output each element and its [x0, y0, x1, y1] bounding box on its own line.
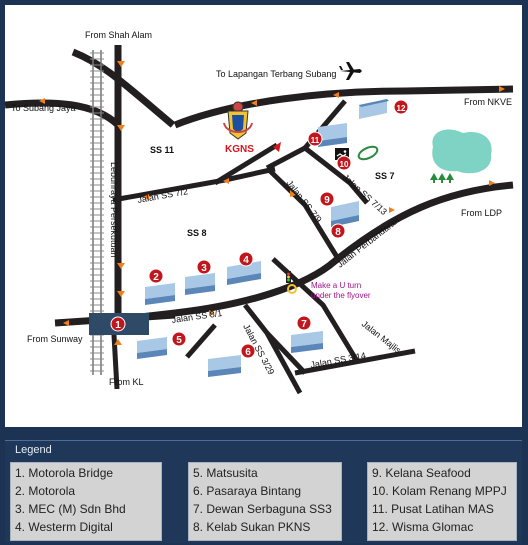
road-perbandaran [88, 181, 514, 327]
label-jalan-ss7-9: Jalan SS 7/9 [284, 178, 323, 224]
building-4 [227, 261, 261, 285]
legend-item-4: 4. Westerm Digital [15, 520, 113, 534]
pin-7: 7 [296, 315, 312, 331]
legend-item-5: 5. Matsusita [193, 466, 258, 480]
kgns-logo [223, 101, 253, 140]
label-sunway: From Sunway [27, 334, 83, 344]
road-ss3-14 [265, 331, 307, 375]
pin-3: 3 [196, 259, 212, 275]
svg-text:3: 3 [201, 263, 207, 274]
label-subang-jaya: To Subang Jaya [11, 103, 76, 113]
tree-icons [430, 173, 454, 183]
legend-item-8: 8. Kelab Sukan PKNS [193, 520, 311, 534]
svg-text:1: 1 [115, 320, 121, 331]
u-turn-note-line2: under the flyover [311, 291, 371, 300]
legend-item-6: 6. Pasaraya Bintang [193, 484, 302, 498]
legend-item-11: 11. Pusat Latihan MAS [372, 502, 494, 516]
pin-10: 10 [336, 155, 352, 171]
pin-11: 11 [307, 131, 323, 147]
legend-item-12: 12. Wisma Glomac [372, 520, 474, 534]
building-5 [137, 337, 167, 359]
road-ss7-9 [265, 166, 340, 259]
building-3 [185, 273, 215, 295]
pin-2: 2 [148, 268, 164, 284]
pin-6: 6 [240, 343, 256, 359]
pin-4: 4 [238, 251, 254, 267]
main-roads [5, 45, 514, 335]
pin-5: 5 [171, 331, 187, 347]
road-ss7-13 [265, 145, 369, 205]
legend-item-7: 7. Dewan Serbaguna SS3 [193, 502, 332, 516]
road-flyover-curve [71, 48, 176, 128]
svg-text:5: 5 [176, 335, 182, 346]
label-nkve: From NKVE [464, 97, 512, 107]
label-jalan-majlis: Jalan Majlis [360, 319, 404, 356]
label-shah-alam: From Shah Alam [85, 30, 152, 40]
pin-12: 12 [393, 99, 409, 115]
legend-column-2: 5. Matsusita 6. Pasaraya Bintang 7. Dewa… [188, 462, 342, 541]
u-turn-marker [287, 284, 297, 294]
buildings [137, 99, 389, 377]
direction-arrows [39, 61, 505, 345]
kgns-pointer [273, 142, 281, 152]
airplane-icon [339, 62, 362, 80]
building-2 [145, 283, 175, 305]
building-6 [208, 355, 241, 377]
svg-text:7: 7 [301, 319, 307, 330]
pin-8: 8 [330, 223, 346, 239]
svg-text:4: 4 [243, 255, 249, 266]
building-11 [318, 123, 347, 147]
label-ss11: SS 11 [150, 145, 174, 155]
svg-text:9: 9 [324, 195, 330, 206]
svg-text:12: 12 [397, 104, 406, 113]
svg-text:10: 10 [340, 160, 349, 169]
building-7 [291, 331, 323, 353]
legend-title: Legend [15, 444, 52, 456]
label-lebuhraya-persekutuan: Lebuhraya Persekutuan [109, 162, 119, 258]
field-icon [357, 145, 379, 161]
road-ss3-bottom [294, 348, 416, 376]
legend-item-1: 1. Motorola Bridge [15, 466, 114, 480]
map-canvas: KGNS [5, 30, 514, 395]
location-pins: 1 2 3 4 5 6 7 8 9 10 11 12 [110, 99, 409, 359]
road-lower-sw [185, 323, 217, 359]
building-9 [331, 201, 359, 227]
svg-text:6: 6 [245, 347, 251, 358]
label-ldp: From LDP [461, 208, 502, 218]
legend-item-10: 10. Kolam Renang MPPJ [372, 484, 507, 498]
location-map: KGNS [5, 5, 522, 427]
road-nkve [173, 85, 514, 129]
label-airport: To Lapangan Terbang Subang [216, 69, 336, 79]
building-12 [359, 99, 389, 119]
legend-item-9: 9. Kelana Seafood [372, 466, 471, 480]
railway-ties [90, 52, 104, 372]
legend-item-2: 2. Motorola [15, 484, 76, 498]
kgns-label: KGNS [225, 144, 254, 155]
label-ss8: SS 8 [187, 228, 207, 238]
svg-text:11: 11 [311, 136, 320, 145]
legend-column-3: 9. Kelana Seafood 10. Kolam Renang MPPJ … [367, 462, 517, 541]
legend-panel: Legend 1. Motorola Bridge 2. Motorola 3.… [5, 440, 522, 543]
pin-9: 9 [319, 191, 335, 207]
traffic-light-icon [286, 271, 291, 283]
legend-item-3: 3. MEC (M) Sdn Bhd [15, 502, 126, 516]
label-kl: From KL [109, 377, 144, 387]
u-turn-note-line1: Make a U turn [311, 281, 361, 290]
road-subang-jaya [5, 99, 121, 128]
label-ss7: SS 7 [375, 171, 395, 181]
pond [432, 129, 492, 174]
road-curve-west [213, 142, 279, 186]
svg-text:2: 2 [153, 272, 159, 283]
legend-column-1: 1. Motorola Bridge 2. Motorola 3. MEC (M… [10, 462, 162, 541]
pin-1: 1 [110, 316, 126, 332]
svg-text:8: 8 [335, 227, 341, 238]
